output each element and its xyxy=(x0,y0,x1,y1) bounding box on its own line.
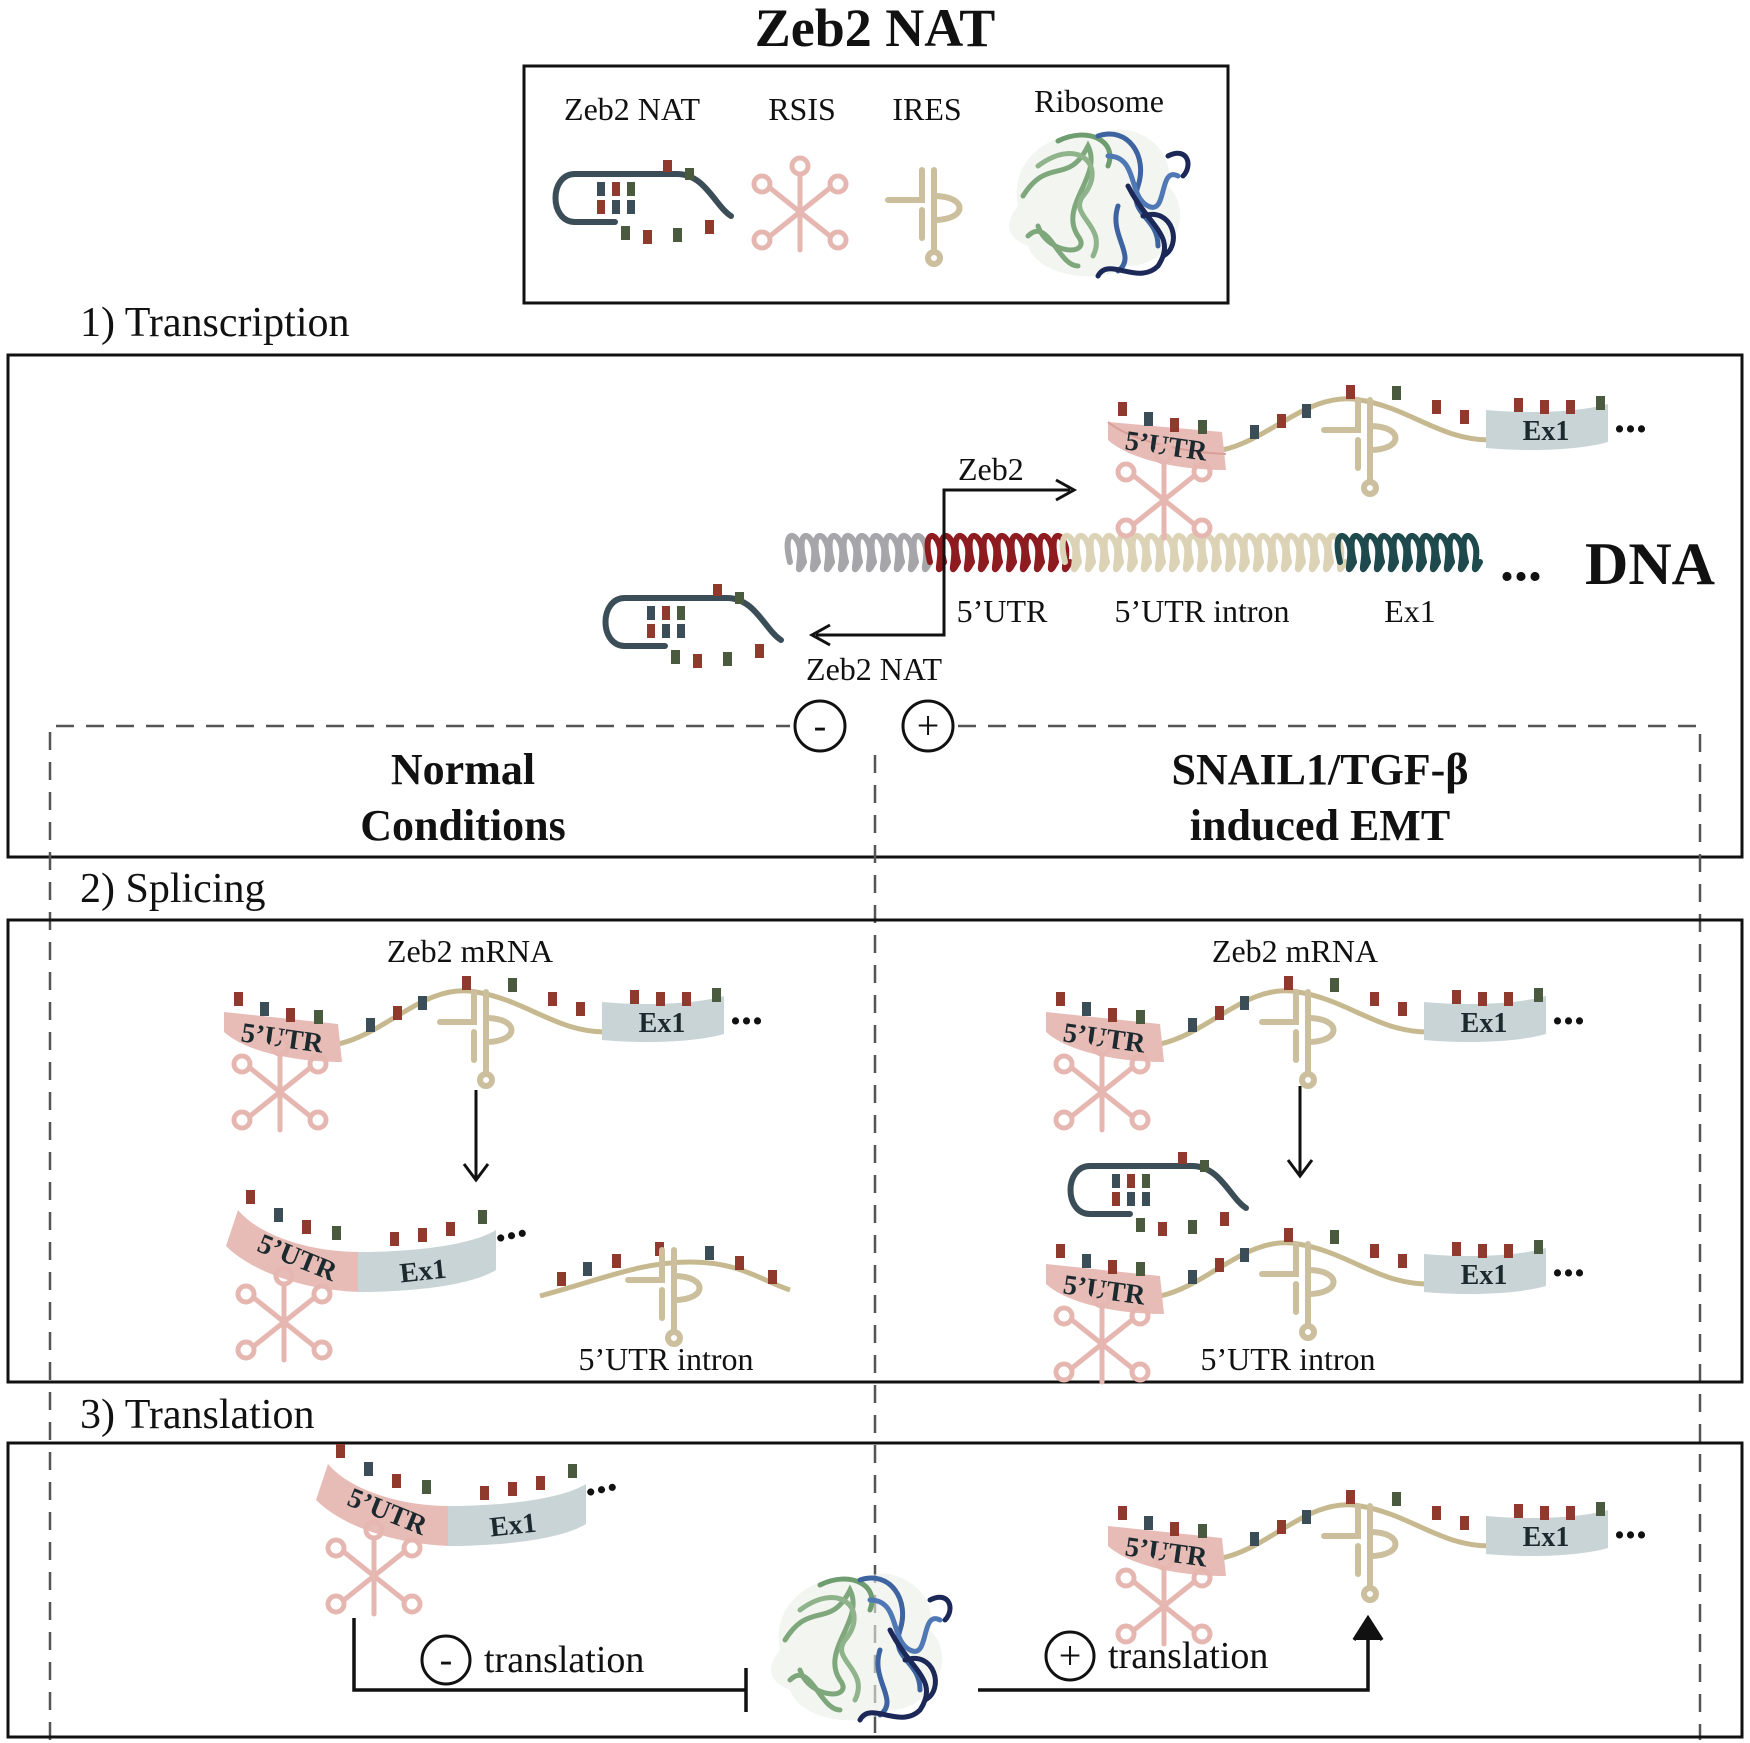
legend-label-ires: IRES xyxy=(892,91,961,127)
ires-motif xyxy=(1262,1244,1334,1338)
svg-text:+: + xyxy=(917,703,940,748)
ex1-label: Ex1 xyxy=(1523,1522,1570,1553)
ribosome-icon xyxy=(1009,130,1188,277)
minus-sign-transcription: - xyxy=(793,699,847,753)
zeb2-arrow-label: Zeb2 xyxy=(958,451,1024,487)
legend-label-ribosome: Ribosome xyxy=(1034,83,1164,119)
dna-region-label-ex1: Ex1 xyxy=(1384,593,1436,629)
translation-heading: 3) Translation xyxy=(80,1392,315,1438)
mrna-dots: ... xyxy=(1614,393,1647,442)
ex1-label: Ex1 xyxy=(398,1254,448,1290)
legend-label-rsis: RSIS xyxy=(768,91,836,127)
figure-title: Zeb2 NAT xyxy=(755,0,996,58)
mrna-ex1-label: Ex1 xyxy=(1523,416,1570,447)
splicing-heading: 2) Splicing xyxy=(80,866,266,912)
translation-minus-sign: - xyxy=(420,1634,472,1686)
ires-motif xyxy=(1262,992,1334,1086)
splicing-left-intron-label: 5’UTR intron xyxy=(578,1341,753,1377)
dna-region-intron xyxy=(1059,532,1348,573)
dna-region-label-utr: 5’UTR xyxy=(957,593,1048,629)
zeb2-arrow xyxy=(942,478,1078,560)
splicing-right-arrow xyxy=(1286,1086,1314,1179)
ex1-label: Ex1 xyxy=(1461,1008,1508,1039)
normal-conditions-line2: Conditions xyxy=(360,801,565,850)
mrna-ires xyxy=(1324,400,1396,494)
translation-left-label: translation xyxy=(484,1639,644,1681)
continuation-dots: ... xyxy=(730,985,763,1034)
continuation-dots: ... xyxy=(1614,1499,1647,1548)
splicing-panel xyxy=(6,918,1744,1384)
zeb2-nat-arrow xyxy=(808,560,946,647)
zeb2-nat-rna-icon xyxy=(556,160,732,244)
dna-helix xyxy=(784,532,1483,573)
emt-conditions-line1: SNAIL1/TGF-β xyxy=(1172,745,1469,794)
excised-intron xyxy=(539,1242,791,1344)
translation-activation-arrow xyxy=(978,1614,1384,1692)
translation-panel xyxy=(6,1441,1744,1739)
translation-ribosome xyxy=(771,1574,950,1721)
splicing-right-mrna-label: Zeb2 mRNA xyxy=(1212,933,1378,969)
emt-conditions-line2: induced EMT xyxy=(1190,801,1450,850)
ires-motif xyxy=(440,992,512,1086)
normal-conditions-line1: Normal xyxy=(391,745,535,794)
zeb2-nat-arrow-label: Zeb2 NAT xyxy=(806,651,942,687)
transcription-panel xyxy=(6,353,1744,859)
legend-label-nat: Zeb2 NAT xyxy=(564,91,700,127)
splicing-bound-nat xyxy=(1071,1152,1247,1236)
continuation-dots: ... xyxy=(1552,1237,1585,1286)
dna-region-utr xyxy=(924,532,1073,573)
svg-text:-: - xyxy=(440,1639,453,1681)
dna-region-upstream xyxy=(784,532,933,573)
transcribed-nat-rna xyxy=(606,584,782,668)
dna-region-label-intron: 5’UTR intron xyxy=(1114,593,1289,629)
ires-motif xyxy=(1324,1506,1396,1600)
svg-text:-: - xyxy=(814,705,827,747)
rsis-icon xyxy=(754,158,846,250)
mrna-ex1-segment: Ex1 xyxy=(1486,396,1608,450)
dna-region-ex1 xyxy=(1334,532,1483,573)
transcription-heading: 1) Transcription xyxy=(80,300,350,346)
continuation-dots: ... xyxy=(1552,985,1585,1034)
plus-sign-transcription: + xyxy=(901,699,955,753)
translation-inhibition-line xyxy=(352,1618,748,1712)
ex1-label: Ex1 xyxy=(1461,1260,1508,1291)
splicing-left-mrna-label: Zeb2 mRNA xyxy=(387,933,553,969)
ex1-label: Ex1 xyxy=(639,1008,686,1039)
splicing-left-arrow xyxy=(462,1090,490,1183)
translation-plus-sign: + xyxy=(1044,1630,1096,1682)
legend-box xyxy=(522,64,1230,305)
translation-right-label: translation xyxy=(1108,1635,1268,1677)
ex1-label: Ex1 xyxy=(488,1508,538,1544)
splicing-right-intron-label: 5’UTR intron xyxy=(1200,1341,1375,1377)
svg-text:+: + xyxy=(1059,1633,1082,1678)
ires-icon xyxy=(888,170,960,264)
dna-dots: ... xyxy=(1500,531,1542,593)
dna-label: DNA xyxy=(1585,531,1715,597)
